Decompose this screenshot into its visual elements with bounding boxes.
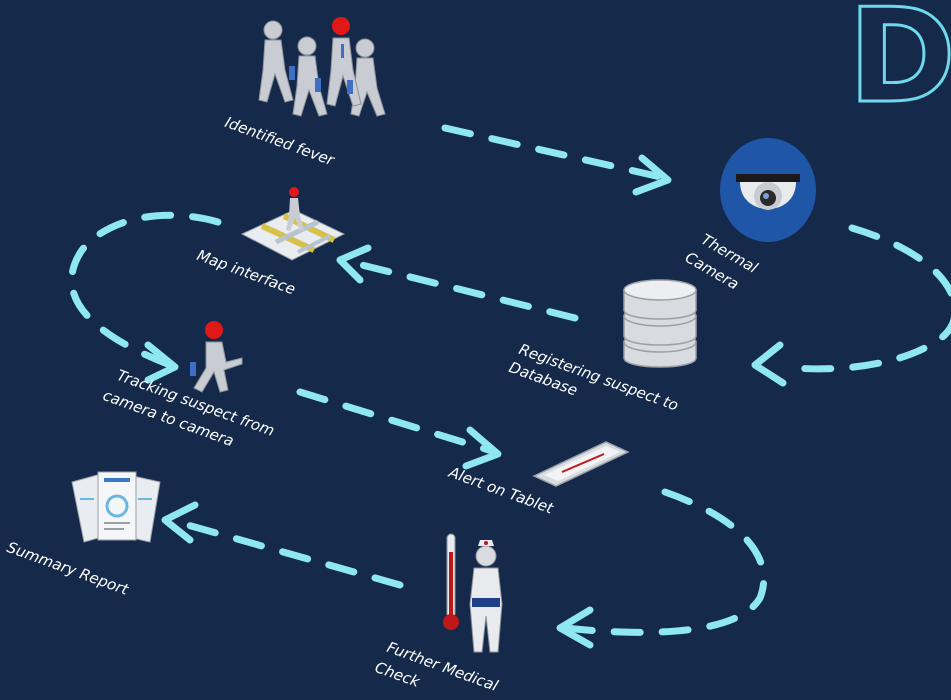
arrow-tablet-to-medical bbox=[561, 488, 768, 636]
tablet-icon bbox=[532, 441, 630, 487]
corner-letter: D bbox=[847, 0, 951, 132]
security-camera-icon bbox=[720, 138, 816, 242]
arrowhead-camera-to-database bbox=[751, 341, 787, 387]
arrowhead-database-to-map bbox=[336, 244, 372, 284]
doctor-thermometer-icon bbox=[443, 533, 503, 653]
arrow-map-loop-to-tracking bbox=[68, 211, 222, 369]
arrow-database-to-map bbox=[338, 256, 579, 322]
arrowhead-tablet-to-medical bbox=[556, 606, 594, 649]
arrowhead-tracking-to-tablet bbox=[462, 426, 502, 470]
arrowhead-fever-to-camera bbox=[632, 154, 672, 196]
arrow-fever-to-camera bbox=[441, 124, 669, 182]
arrow-tracking-to-tablet bbox=[296, 388, 499, 456]
database-icon bbox=[623, 279, 697, 368]
arrowhead-map-loop-to-tracking bbox=[144, 341, 179, 384]
arrowhead-medical-to-report bbox=[161, 501, 199, 544]
crowd-walking-icon bbox=[258, 17, 386, 117]
arrow-camera-to-database bbox=[791, 224, 951, 373]
report-documents-icon bbox=[71, 471, 161, 543]
walking-person-icon bbox=[190, 321, 243, 393]
arrow-medical-to-report bbox=[166, 516, 404, 589]
map-person-icon bbox=[240, 187, 346, 261]
